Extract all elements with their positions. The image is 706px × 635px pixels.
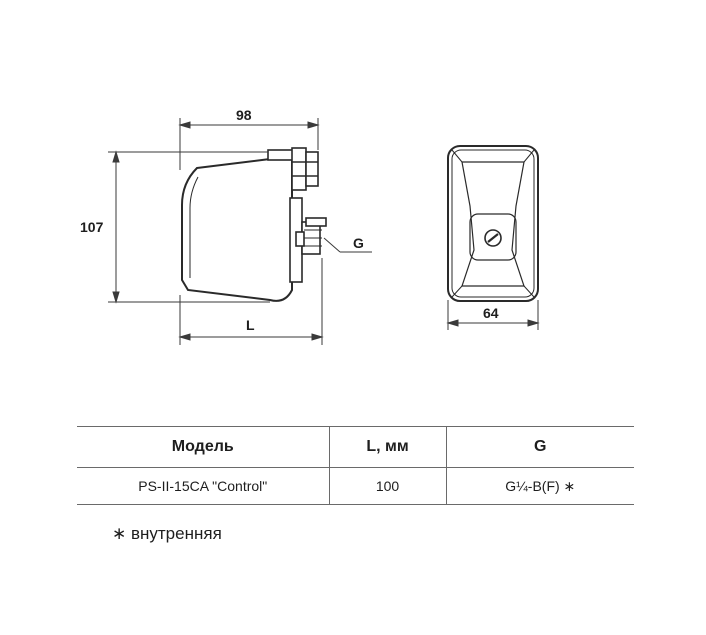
dimension-lines bbox=[108, 118, 372, 345]
header-model: Модель bbox=[77, 426, 330, 468]
dimension-width-label: 98 bbox=[236, 107, 252, 123]
footnote: ∗ внутренняя bbox=[112, 524, 222, 543]
dimension-height-label: 107 bbox=[80, 219, 104, 235]
cell-length: 100 bbox=[328, 467, 447, 505]
dimension-thread-label: G bbox=[353, 235, 364, 251]
front-view bbox=[447, 145, 539, 302]
technical-drawing: 98 107 L G 64 bbox=[80, 107, 540, 345]
spec-table: Модель L, мм G PS-II-15CA "Control" 100 … bbox=[77, 426, 634, 505]
dimension-length-label: L bbox=[246, 317, 255, 333]
table-row: PS-II-15CA "Control" 100 G¼-B(F) ∗ bbox=[77, 467, 634, 505]
side-view bbox=[181, 147, 327, 302]
dimension-front-width-label: 64 bbox=[483, 305, 499, 321]
table-header-row: Модель L, мм G bbox=[77, 426, 634, 468]
cell-model: PS-II-15CA "Control" bbox=[77, 467, 330, 505]
front-dimension bbox=[446, 300, 540, 330]
header-length: L, мм bbox=[328, 426, 447, 468]
header-thread: G bbox=[445, 426, 634, 468]
cell-thread: G¼-B(F) ∗ bbox=[445, 467, 634, 505]
